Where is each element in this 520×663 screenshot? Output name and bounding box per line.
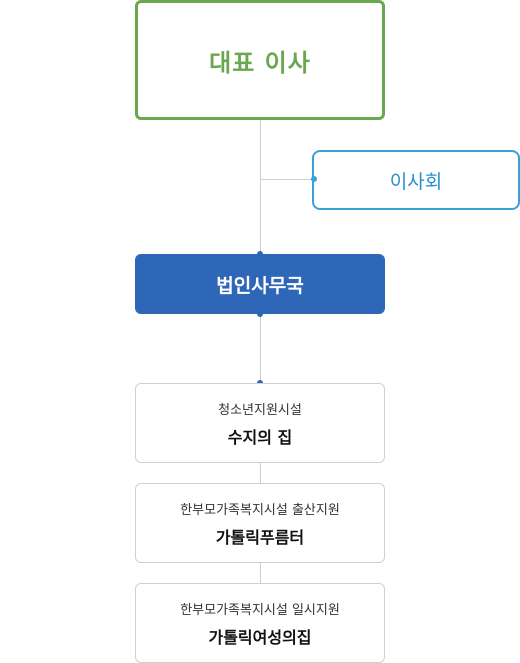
- board-label: 이사회: [389, 170, 443, 193]
- office-label: 법인사무국: [216, 274, 304, 297]
- facility-subtitle: 한부모가족복지시설 일시지원: [180, 602, 340, 618]
- connector-facility-1-2: [260, 463, 261, 484]
- facility-subtitle: 청소년지원시설: [218, 402, 302, 418]
- board-node: 이사회: [312, 150, 520, 210]
- connector-ceo-office: [260, 120, 261, 254]
- office-node: 법인사무국: [135, 254, 385, 314]
- junction-dot-office-bottom: [257, 311, 263, 317]
- facility-name: 수지의 집: [227, 427, 293, 447]
- junction-dot-board: [311, 176, 317, 182]
- connector-office-facilities: [260, 314, 261, 384]
- facility-subtitle: 한부모가족복지시설 출산지원: [180, 502, 340, 518]
- facility-name: 가톨릭여성의집: [208, 627, 312, 647]
- facility-name: 가톨릭푸름터: [215, 527, 305, 547]
- connector-board-branch: [260, 179, 314, 180]
- facility-node-suji: 청소년지원시설 수지의 집: [135, 383, 385, 463]
- facility-node-pureumteo: 한부모가족복지시설 출산지원 가톨릭푸름터: [135, 483, 385, 563]
- ceo-label: 대표 이사: [209, 48, 311, 77]
- connector-facility-2-3: [260, 563, 261, 584]
- facility-node-womens-house: 한부모가족복지시설 일시지원 가톨릭여성의집: [135, 583, 385, 663]
- ceo-node: 대표 이사: [135, 0, 385, 120]
